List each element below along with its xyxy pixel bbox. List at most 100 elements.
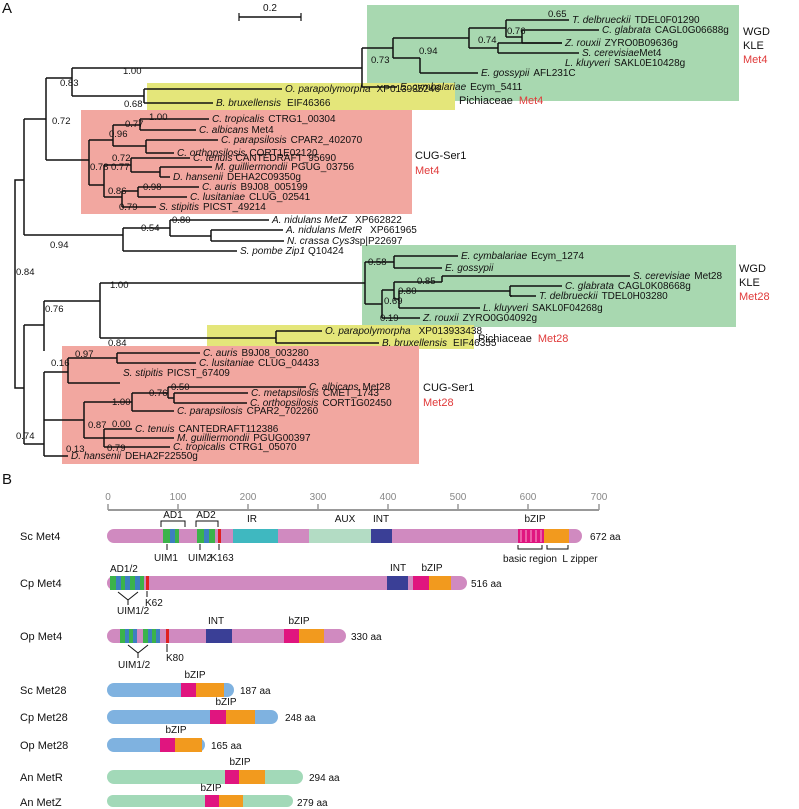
bzip-leucine-zipper [299, 629, 324, 643]
domain-label-leucine-zipper: L zipper [562, 554, 598, 565]
bzip-basic-region [160, 738, 175, 752]
support-value: 0.94 [419, 46, 438, 57]
uim-domain [121, 576, 125, 590]
support-value: 0.83 [60, 78, 79, 89]
uim-domain [175, 529, 179, 543]
phylogenetic-tree [14, 19, 630, 457]
domain-label-bzip: bZIP [184, 670, 205, 681]
domain-label-ir: IR [247, 514, 257, 525]
ruler-tick-label: 500 [450, 492, 467, 503]
ruler-tick-label: 100 [170, 492, 187, 503]
scale-bar: 0.2 [238, 3, 302, 21]
support-value: 0.69 [384, 296, 403, 307]
support-value: 0.77 [125, 119, 144, 130]
uim-domain [135, 576, 140, 590]
protein-length: 165 aa [211, 741, 242, 752]
domain-label-bzip: bZIP [229, 757, 250, 768]
ruler-tick-label: 700 [591, 492, 608, 503]
uim-domain [170, 529, 175, 543]
support-value: 1.00 [123, 66, 142, 77]
uim-domain [197, 529, 204, 543]
support-value: 0.74 [16, 431, 35, 442]
domain-label-basic-region: basic region [503, 554, 557, 565]
protein-name: Sc Met4 [20, 531, 60, 543]
bzip-leucine-zipper [544, 529, 569, 543]
clade-cug-label: CUG-Ser1 [415, 150, 466, 162]
pichiaceae-met4-box [147, 83, 455, 110]
bzip-basic-region [210, 710, 226, 724]
bzip-leucine-zipper [429, 576, 451, 590]
support-value: 0.72 [112, 153, 131, 164]
domain-label-uim: UIM1/2 [117, 606, 150, 617]
lysine-mark [218, 529, 221, 543]
lysine-mark [146, 576, 149, 590]
bzip-leucine-zipper [219, 795, 243, 807]
domain-label-bzip: bZIP [165, 725, 186, 736]
protein-length: 187 aa [240, 686, 271, 697]
support-value: 0.58 [368, 257, 387, 268]
support-value: 0.76 [149, 388, 168, 399]
support-value: 0.65 [548, 9, 567, 20]
support-value: 0.86 [108, 186, 127, 197]
protein-name: Op Met4 [20, 631, 62, 643]
support-value: 0.85 [417, 276, 436, 287]
clade-kle-label: KLE [739, 277, 760, 289]
domain-label-lysine: K163 [210, 553, 234, 564]
support-value: 0.80 [172, 215, 191, 226]
domain-label-ad2: AD2 [196, 510, 216, 521]
protein-name: An MetR [20, 772, 63, 784]
uim-domain [152, 629, 156, 643]
ruler-tick-label: 400 [380, 492, 397, 503]
clade-wgd-label: WGD [743, 26, 770, 38]
protein-name: Cp Met28 [20, 712, 68, 724]
int-domain [206, 629, 232, 643]
protein-name: Cp Met4 [20, 578, 62, 590]
pichiaceae-met28-box [207, 325, 474, 349]
support-value: 1.00 [110, 280, 129, 291]
support-value: 0.68 [124, 99, 143, 110]
domain-label-lysine: K80 [166, 653, 184, 664]
clade-gene-label: Met4 [415, 165, 439, 177]
aux-domain [309, 529, 371, 543]
support-value: 0.97 [75, 349, 94, 360]
domain-label-uim1: UIM1 [154, 553, 178, 564]
scale-bar-label: 0.2 [263, 3, 277, 14]
support-value: 0.84 [108, 338, 127, 349]
protein-an-metr: An MetR 294 aa bZIP [20, 757, 340, 784]
leaf-label: S. cerevisiaeMet4 [582, 48, 662, 59]
uim-domain [125, 576, 130, 590]
ir-domain [233, 529, 278, 543]
support-value: 0.98 [143, 182, 162, 193]
bzip-leucine-zipper [196, 683, 224, 697]
protein-an-metz: An MetZ 279 aa bZIP [20, 783, 328, 809]
support-value: 0.16 [51, 358, 70, 369]
bzip-leucine-zipper [175, 738, 202, 752]
protein-op-met28: Op Met28 165 aa bZIP [20, 725, 242, 752]
length-ruler: 0 100 200 300 400 500 600 700 [105, 492, 608, 511]
clade-wgd-label: WGD [739, 263, 766, 275]
domain-label-ad: AD1/2 [110, 564, 138, 575]
domain-label-ad1: AD1 [163, 510, 183, 521]
protein-name: Op Met28 [20, 740, 68, 752]
int-domain [387, 576, 408, 590]
support-value: 0.74 [478, 35, 497, 46]
